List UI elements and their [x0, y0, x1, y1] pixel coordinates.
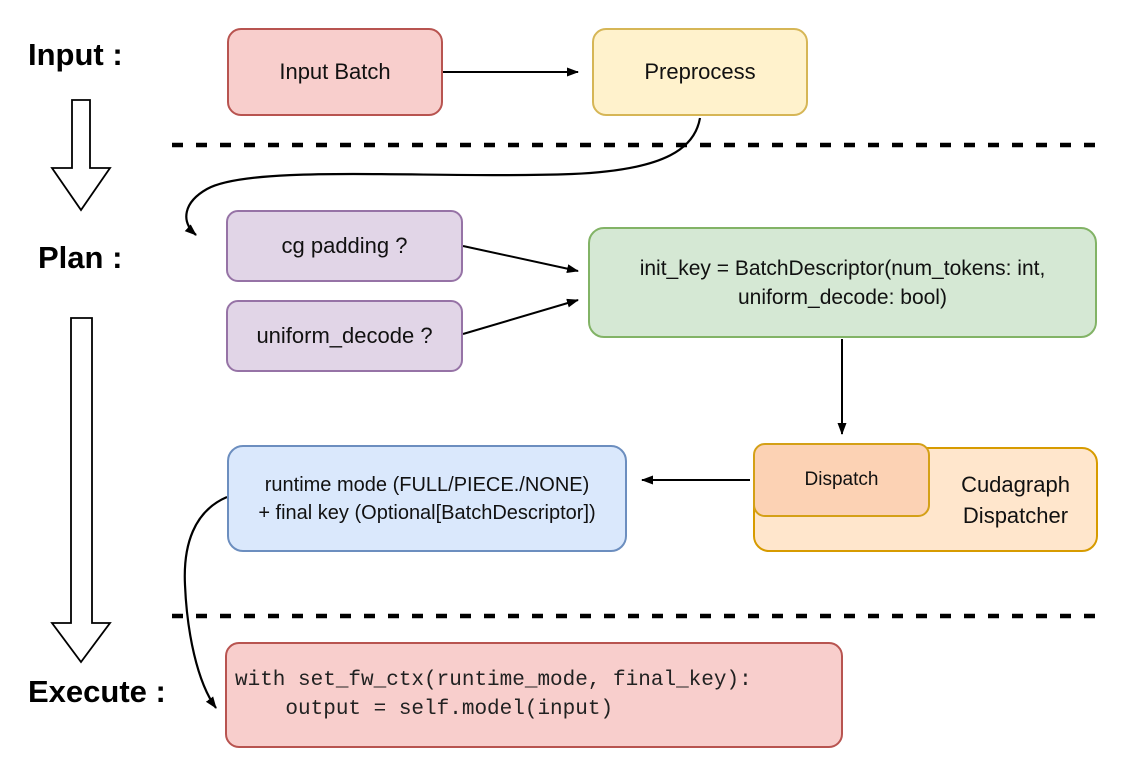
node-preprocess: Preprocess — [592, 28, 808, 116]
node-init-key: init_key = BatchDescriptor(num_tokens: i… — [588, 227, 1097, 338]
node-dispatch: Dispatch — [753, 443, 930, 517]
node-uniform-decode: uniform_decode ? — [226, 300, 463, 372]
stage-label-execute: Execute : — [28, 674, 166, 709]
connector-uniformdecode-to-initkey — [462, 298, 579, 335]
node-input-batch: Input Batch — [227, 28, 443, 116]
node-runtime-mode-final-key: runtime mode (FULL/PIECE./NONE) + final … — [227, 445, 627, 552]
node-execute-code: with set_fw_ctx(runtime_mode, final_key)… — [225, 642, 843, 748]
input-to-plan-arrow-icon — [50, 99, 112, 212]
node-cg-padding: cg padding ? — [226, 210, 463, 282]
stage-label-input: Input : — [28, 37, 123, 72]
stage-label-plan: Plan : — [38, 240, 123, 275]
connector-preprocess-to-cgpadding — [184, 117, 702, 236]
connector-cgpadding-to-initkey — [462, 245, 579, 274]
plan-to-execute-arrow-icon — [50, 317, 112, 664]
connector-runtime-to-executecode — [183, 495, 228, 709]
